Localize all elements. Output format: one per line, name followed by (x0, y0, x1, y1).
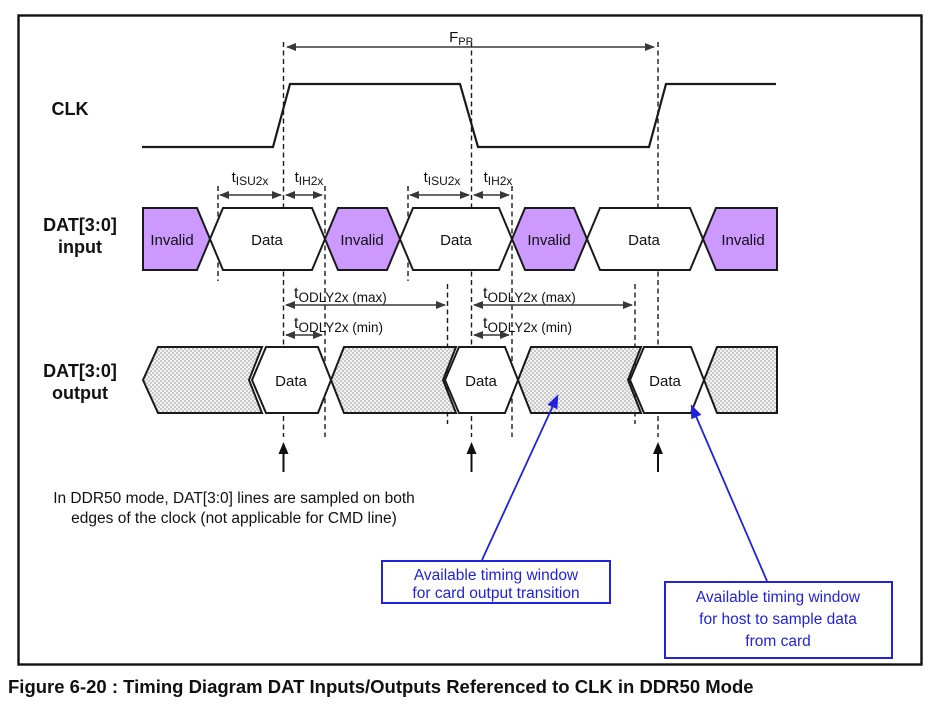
tisu-label-1: tISU2x (232, 169, 269, 188)
card-output-callout-line1: Available timing window (414, 567, 579, 584)
todly-min-label-2: tODLY2x (min) (483, 315, 572, 335)
input-cell-label: Invalid (150, 232, 193, 249)
dat-input-label-line2: input (58, 237, 102, 257)
input-cell-label: Data (628, 232, 660, 249)
ddr50-note-line1: In DDR50 mode, DAT[3:0] lines are sample… (53, 490, 415, 507)
input-cell-label: Invalid (721, 232, 764, 249)
input-cell-label: Data (440, 232, 472, 249)
dat-input-label-line1: DAT[3:0] (43, 215, 117, 235)
input-cell-label: Invalid (527, 232, 570, 249)
tisu-label-2: tISU2x (424, 169, 461, 188)
output-cell-label: Data (275, 373, 307, 390)
ddr50-note-line2: edges of the clock (not applicable for C… (71, 510, 397, 527)
input-cell-invalid-1 (142, 207, 212, 271)
card-output-callout-line2: for card output transition (412, 585, 579, 602)
host-sample-callout-arrow (690, 404, 768, 582)
dat-output-label-line2: output (52, 383, 108, 403)
todly-min-label-1: tODLY2x (min) (294, 315, 383, 335)
clk-signal-label: CLK (52, 99, 89, 119)
output-cell-transition-3 (516, 346, 643, 414)
output-cell-transition-2 (329, 346, 458, 414)
diagram-border (17, 14, 923, 666)
card-output-callout-box (381, 560, 611, 604)
fpp-label: FPP (449, 29, 473, 48)
input-cell-label: Invalid (340, 232, 383, 249)
todly-max-label-2: tODLY2x (max) (483, 285, 576, 305)
figure-caption: Figure 6-20 : Timing Diagram DAT Inputs/… (8, 676, 754, 697)
host-sample-callout-line3: from card (745, 633, 810, 650)
tih-label-1: tIH2x (295, 169, 324, 188)
output-cell-transition-1 (141, 346, 264, 414)
tih-label-2: tIH2x (484, 169, 513, 188)
input-cell-label: Data (251, 232, 283, 249)
clk-waveform (142, 82, 776, 149)
output-cell-transition-4 (702, 346, 778, 414)
output-cell-label: Data (465, 373, 497, 390)
host-sample-callout-line1: Available timing window (696, 589, 861, 606)
dat-output-label-line1: DAT[3:0] (43, 361, 117, 381)
todly-max-label-1: tODLY2x (max) (294, 285, 387, 305)
host-sample-callout-line2: for host to sample data (699, 611, 857, 628)
card-output-callout-arrow (481, 394, 559, 561)
input-cell-invalid-4 (701, 207, 778, 271)
host-sample-callout-box (664, 581, 893, 659)
output-cell-label: Data (649, 373, 681, 390)
